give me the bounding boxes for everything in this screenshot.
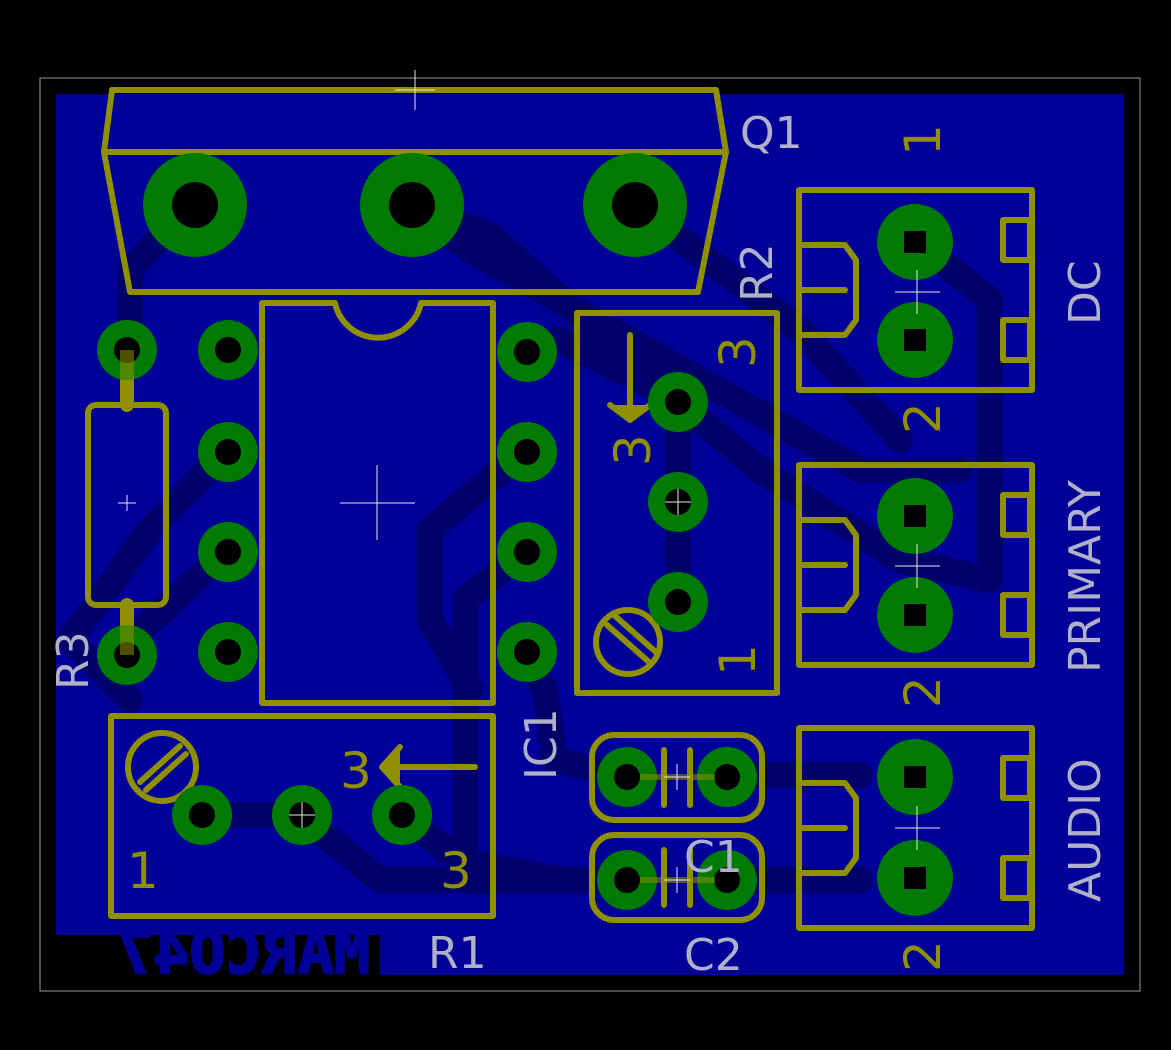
- ic1-pad: [497, 422, 557, 482]
- r1-pad: [172, 785, 232, 845]
- r1-outline: [108, 713, 496, 919]
- r1-adjust-screw: [125, 730, 199, 804]
- r2-screw-slot: [604, 622, 652, 665]
- bottom-logo: MARCO47: [117, 918, 370, 988]
- ic1-pad: [198, 422, 258, 482]
- r2-pad: [648, 372, 708, 432]
- dc-pad: [877, 204, 953, 280]
- q1-pad: [143, 153, 247, 257]
- audio-label: AUDIO: [1060, 758, 1111, 902]
- r2-pad: [648, 572, 708, 632]
- audio-pad: [877, 739, 953, 815]
- r2-pin1-label: 1: [709, 644, 767, 676]
- primary-pin2-label: 2: [894, 676, 952, 708]
- ic1-label: IC1: [516, 708, 567, 780]
- dc-pin1-label: 1: [894, 124, 952, 156]
- r1-screw-slot: [137, 743, 183, 785]
- board-outline: [39, 77, 1141, 992]
- r2-arrowhead: [607, 402, 653, 423]
- r1-wiper-label: 3: [340, 742, 372, 800]
- r1-arrowhead: [379, 744, 403, 790]
- r1-screw-slot-2: [143, 751, 189, 793]
- c2-pad: [597, 850, 657, 910]
- r2-adjust-screw: [593, 607, 663, 677]
- c2-label: C2: [684, 930, 743, 981]
- c1-outline: [589, 732, 765, 823]
- primary-pad: [877, 478, 953, 554]
- r1-pin1-label: 1: [127, 842, 159, 900]
- c2-pad: [697, 850, 757, 910]
- ic1-pad: [497, 322, 557, 382]
- r1-pin3-label: 3: [440, 842, 472, 900]
- connector-audio-outline: [796, 725, 1035, 931]
- connector-primary-outline: [796, 462, 1035, 668]
- q1-label: Q1: [740, 108, 803, 159]
- r1-label: R1: [428, 928, 487, 979]
- q1-pad: [583, 153, 687, 257]
- r1-pad: [372, 785, 432, 845]
- r3-label: R3: [48, 631, 99, 690]
- r2-pin3-label: 3: [709, 336, 767, 368]
- r2-outline: [574, 310, 780, 696]
- ic1-pad: [198, 522, 258, 582]
- r2-label: R2: [732, 243, 783, 302]
- audio-pad: [877, 840, 953, 916]
- r2-wiper-label: 3: [604, 434, 662, 466]
- c1-label: C1: [684, 832, 743, 883]
- primary-pad: [877, 577, 953, 653]
- c2-outline: [589, 832, 765, 923]
- primary-label: PRIMARY: [1060, 480, 1111, 673]
- dc-pin2-label: 2: [894, 402, 952, 434]
- connector-dc-outline: [796, 187, 1035, 393]
- q1-pad: [360, 153, 464, 257]
- ic1-pad: [497, 522, 557, 582]
- ic1-pad: [497, 622, 557, 682]
- ic1-outline: [259, 300, 496, 706]
- dc-label: DC: [1060, 260, 1111, 325]
- ic1-pad: [198, 320, 258, 380]
- ic1-pad: [198, 622, 258, 682]
- dc-pad: [877, 302, 953, 378]
- origin-marks: [118, 70, 940, 893]
- audio-pin2-label: 2: [894, 940, 952, 972]
- c1-pad: [697, 747, 757, 807]
- r2-screw-slot-2: [612, 613, 660, 656]
- c1-pad: [597, 747, 657, 807]
